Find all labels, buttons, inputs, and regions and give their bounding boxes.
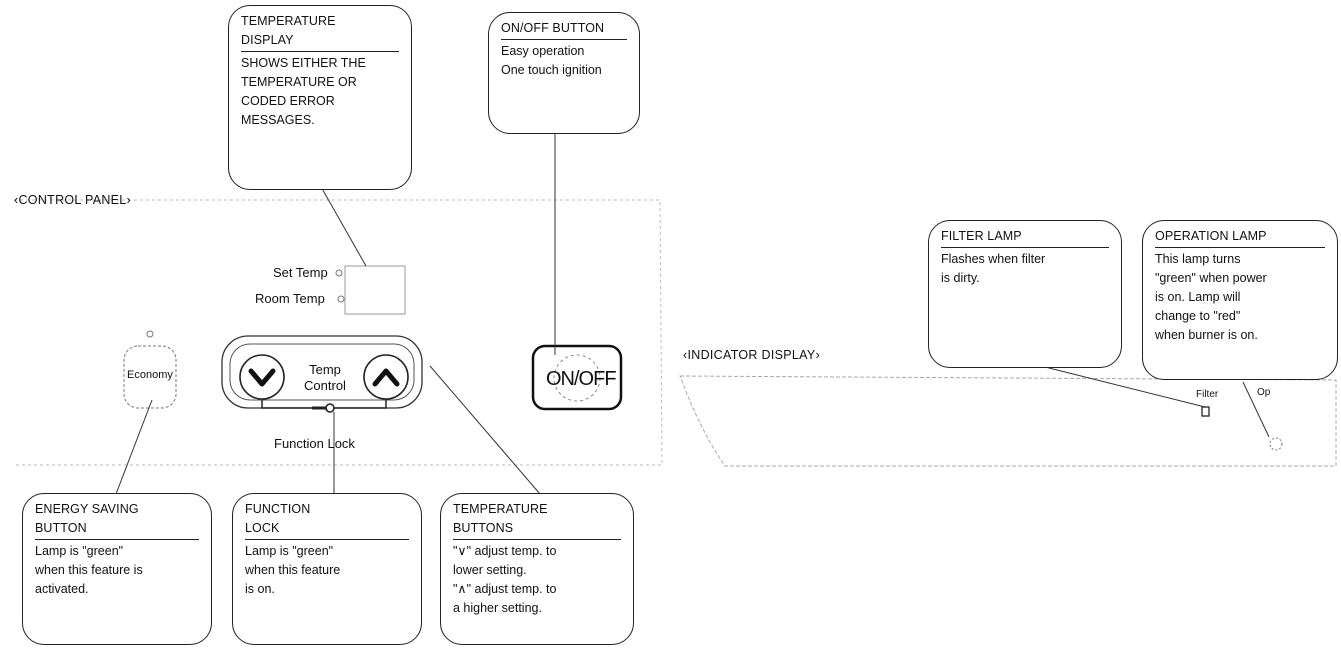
callout-text: One touch ignition — [501, 63, 602, 77]
callout-text: MESSAGES. — [241, 113, 315, 127]
callout-title: TEMPERATURE — [453, 502, 548, 516]
set-temp-label: Set Temp — [273, 265, 328, 280]
function-lock-label: Function Lock — [274, 436, 355, 451]
callout-title: BUTTON — [35, 521, 87, 535]
callout-title: TEMPERATURE — [241, 14, 336, 28]
callout-title: ENERGY SAVING — [35, 502, 139, 516]
callout-text: TEMPERATURE OR — [241, 75, 357, 89]
callout-onoff-button: ON/OFF BUTTON Easy operation One touch i… — [488, 12, 640, 134]
callout-text: a higher setting. — [453, 601, 542, 615]
temp-down-button[interactable] — [240, 358, 284, 398]
divider — [245, 539, 409, 540]
callout-text: Lamp is "green" — [35, 544, 124, 558]
callout-text: when this feature is — [35, 563, 143, 577]
callout-title: BUTTONS — [453, 521, 514, 535]
control-panel-label: ‹CONTROL PANEL› — [14, 193, 132, 207]
callout-title: FILTER LAMP — [941, 229, 1022, 243]
room-temp-label: Room Temp — [255, 291, 325, 306]
economy-button[interactable]: Economy — [127, 369, 173, 381]
callout-title: LOCK — [245, 521, 280, 535]
callout-text: CODED ERROR — [241, 94, 335, 108]
callout-text: "∨" adjust temp. to — [453, 544, 557, 558]
callout-temperature-buttons: TEMPERATURE BUTTONS "∨" adjust temp. to … — [440, 493, 634, 645]
divider — [1155, 247, 1325, 248]
callout-title: DISPLAY — [241, 33, 294, 47]
callout-text: is on. Lamp will — [1155, 290, 1241, 304]
divider — [241, 51, 399, 52]
callout-title: FUNCTION — [245, 502, 311, 516]
onoff-button[interactable]: ON/OFF — [546, 368, 617, 390]
temp-up-button[interactable] — [364, 358, 408, 398]
divider — [453, 539, 621, 540]
indicator-display-label: ‹INDICATOR DISPLAY› — [683, 348, 820, 362]
callout-text: is dirty. — [941, 271, 980, 285]
callout-filter-lamp: FILTER LAMP Flashes when filter is dirty… — [928, 220, 1122, 368]
callout-text: activated. — [35, 582, 89, 596]
temp-control-label-1: Temp — [309, 362, 341, 377]
temp-control-label-2: Control — [304, 378, 346, 393]
callout-text: "∧" adjust temp. to — [453, 582, 557, 596]
callout-text: lower setting. — [453, 563, 527, 577]
callout-title: OPERATION LAMP — [1155, 229, 1267, 243]
callout-text: when this feature — [245, 563, 341, 577]
divider — [35, 539, 199, 540]
divider — [941, 247, 1109, 248]
callout-text: when burner is on. — [1155, 328, 1258, 342]
filter-lamp-label: Filter — [1196, 389, 1219, 400]
divider — [501, 39, 627, 40]
callout-energy-saving: ENERGY SAVING BUTTON Lamp is "green" whe… — [22, 493, 212, 645]
callout-operation-lamp: OPERATION LAMP This lamp turns "green" w… — [1142, 220, 1338, 380]
callout-text: "green" when power — [1155, 271, 1267, 285]
callout-title: ON/OFF BUTTON — [501, 21, 605, 35]
callout-text: SHOWS EITHER THE — [241, 56, 366, 70]
callout-text: is on. — [245, 582, 275, 596]
callout-text: Lamp is "green" — [245, 544, 334, 558]
callout-function-lock: FUNCTION LOCK Lamp is "green" when this … — [232, 493, 422, 645]
callout-text: Flashes when filter — [941, 252, 1046, 266]
callout-text: change to "red" — [1155, 309, 1241, 323]
callout-text: This lamp turns — [1155, 252, 1241, 266]
callout-text: Easy operation — [501, 44, 585, 58]
op-lamp-label: Op — [1257, 387, 1271, 398]
callout-temperature-display: TEMPERATURE DISPLAY SHOWS EITHER THE TEM… — [228, 5, 412, 190]
